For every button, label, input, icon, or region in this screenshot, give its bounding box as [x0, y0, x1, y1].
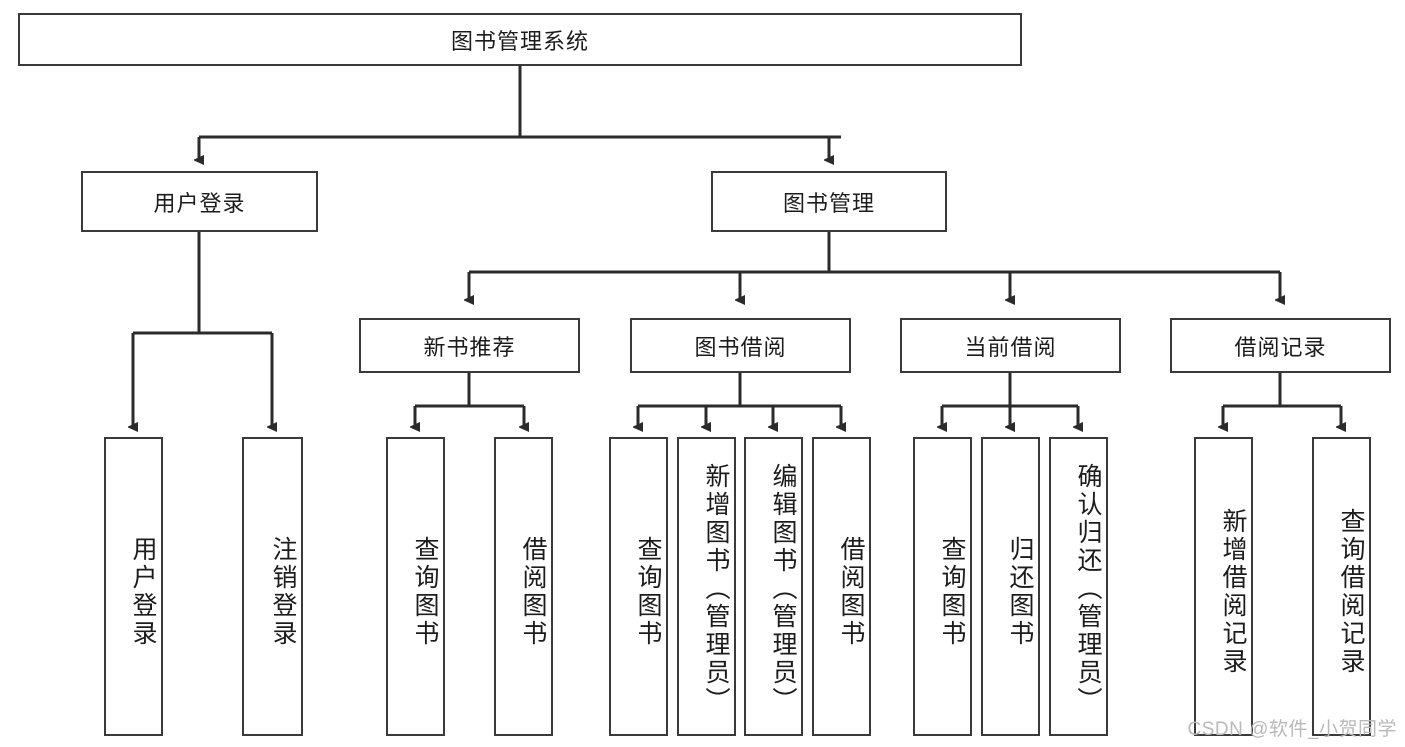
- node-leaf-logout[interactable]: 注销登录: [242, 437, 303, 736]
- node-current-borrow[interactable]: 当前借阅: [900, 318, 1121, 373]
- node-new-book-recommend[interactable]: 新书推荐: [359, 318, 580, 373]
- node-leaf-confirm-return-admin[interactable]: 确认归还（管理员）: [1049, 437, 1108, 736]
- node-label: 注销登录: [269, 535, 297, 648]
- node-label: 新书推荐: [423, 334, 516, 360]
- node-book-management[interactable]: 图书管理: [711, 171, 947, 232]
- node-leaf-query-book-current[interactable]: 查询图书: [913, 437, 972, 736]
- node-leaf-add-borrow-record[interactable]: 新增借阅记录: [1194, 437, 1253, 736]
- node-label: 借阅图书: [519, 535, 547, 648]
- node-label: 用户登录: [129, 535, 157, 648]
- node-leaf-add-book-admin[interactable]: 新增图书（管理员）: [677, 437, 736, 736]
- node-label: 新增图书（管理员）: [702, 462, 730, 715]
- node-label: 查询图书: [634, 535, 662, 648]
- node-leaf-user-login[interactable]: 用户登录: [104, 437, 163, 736]
- node-book-borrow[interactable]: 图书借阅: [630, 318, 851, 373]
- node-leaf-return-book[interactable]: 归还图书: [981, 437, 1040, 736]
- node-label: 图书管理: [782, 190, 875, 216]
- node-label: 归还图书: [1006, 535, 1034, 648]
- node-leaf-query-borrow-record[interactable]: 查询借阅记录: [1312, 437, 1371, 736]
- node-leaf-query-book-recommend[interactable]: 查询图书: [386, 437, 445, 736]
- node-leaf-edit-book-admin[interactable]: 编辑图书（管理员）: [744, 437, 803, 736]
- node-label: 新增借阅记录: [1219, 507, 1247, 676]
- node-leaf-borrow-book-recommend[interactable]: 借阅图书: [494, 437, 553, 736]
- node-label: 查询借阅记录: [1337, 507, 1365, 676]
- node-label: 查询图书: [938, 535, 966, 648]
- watermark: CSDN @软件_小贺同学: [1187, 719, 1397, 740]
- node-label: 当前借阅: [964, 334, 1057, 360]
- node-label: 确认归还（管理员）: [1074, 462, 1102, 715]
- node-label: 查询图书: [411, 535, 439, 648]
- node-borrow-record[interactable]: 借阅记录: [1170, 318, 1391, 373]
- node-label: 图书借阅: [694, 334, 787, 360]
- node-label: 编辑图书（管理员）: [769, 462, 797, 715]
- node-label: 借阅图书: [837, 535, 865, 648]
- node-leaf-query-book-borrow[interactable]: 查询图书: [609, 437, 668, 736]
- node-leaf-borrow-book[interactable]: 借阅图书: [812, 437, 871, 736]
- node-label: 图书管理系统: [450, 28, 589, 54]
- node-label: 借阅记录: [1234, 334, 1327, 360]
- node-user-login[interactable]: 用户登录: [81, 171, 318, 232]
- node-label: 用户登录: [153, 190, 246, 216]
- node-root-system[interactable]: 图书管理系统: [18, 13, 1022, 66]
